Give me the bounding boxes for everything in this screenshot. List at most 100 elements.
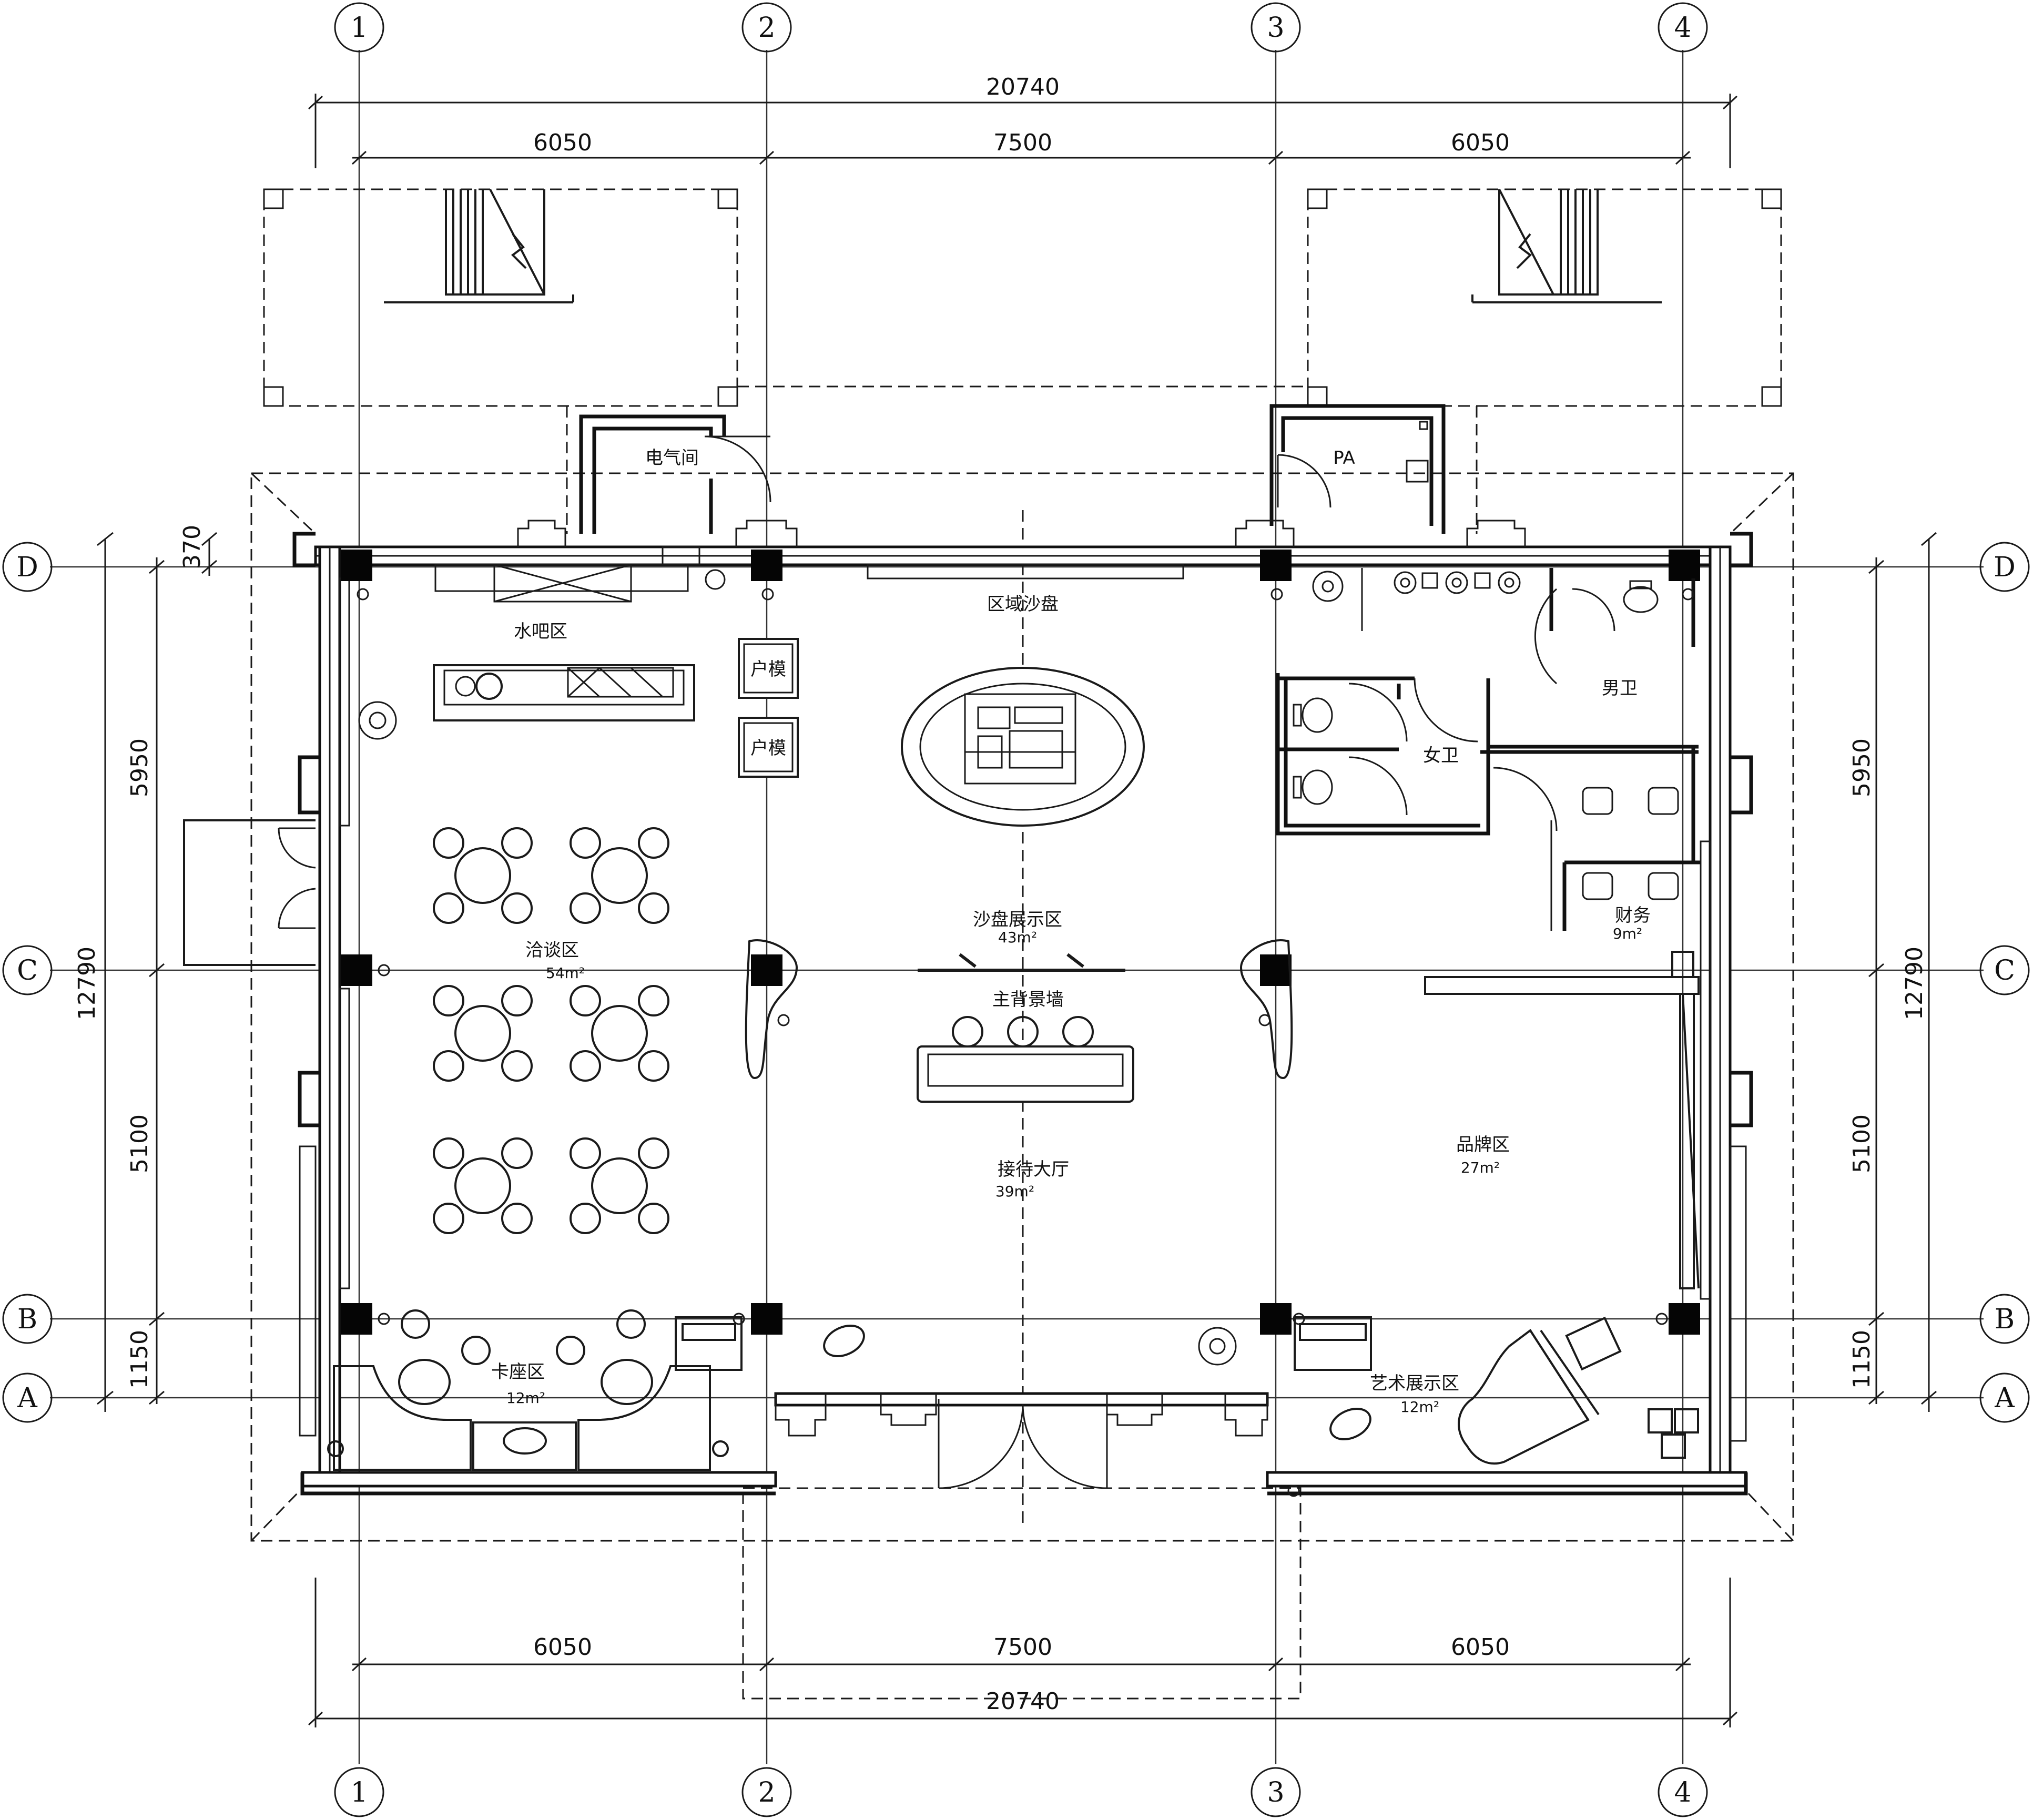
grid-bubble-col-3-top: 3 (1251, 2, 1301, 53)
svg-text:C: C (17, 955, 38, 987)
dim-bottom-total: 20740 (986, 1688, 1060, 1715)
dim-bottom-span-3: 6050 (1451, 1634, 1510, 1661)
side-door-left (183, 819, 316, 966)
column-markers (357, 588, 1694, 1497)
svg-text:12m²: 12m² (1400, 1398, 1439, 1416)
room-label-regional-sand: 区域沙盘 (987, 594, 1059, 615)
dim-top-span-1: 6050 (533, 129, 592, 156)
grid-bubble-row-D-right: D (1979, 542, 2030, 592)
canopy-posts (263, 188, 1782, 407)
svg-text:39m²: 39m² (995, 1183, 1034, 1200)
svg-text:4: 4 (1674, 1777, 1691, 1808)
dim-left-span-2: 5100 (126, 1114, 153, 1173)
svg-text:B: B (17, 1304, 37, 1335)
regional-sand-table: 区域沙盘 (901, 594, 1145, 827)
pilasters (517, 520, 1526, 1437)
grid-bubble-row-C-right: C (1979, 945, 2030, 995)
grid-bubble-row-A-right: A (1979, 1372, 2030, 1423)
svg-text:27m²: 27m² (1461, 1159, 1500, 1176)
table-set-1 (433, 827, 533, 924)
reception-desk (917, 1016, 1134, 1103)
table-set-5 (433, 1137, 533, 1234)
grid-bubble-col-1-bottom: 1 (334, 1767, 384, 1817)
table-set-6 (570, 1137, 669, 1234)
room-label-pa: PA (1333, 448, 1355, 469)
electrical-room: 电气间 (579, 414, 771, 534)
label-negotiation: 洽谈区 54m² (525, 940, 585, 982)
grid-bubble-col-2-top: 2 (741, 2, 792, 53)
svg-text:户模: 户模 (750, 738, 786, 759)
dim-bottom-span-2: 7500 (993, 1634, 1052, 1661)
svg-text:2: 2 (758, 12, 775, 44)
grid-bubble-col-3-bottom: 3 (1251, 1767, 1301, 1817)
dim-left-offset: 370 (179, 525, 206, 569)
svg-text:D: D (16, 552, 38, 583)
dim-top-span-2: 7500 (993, 129, 1052, 156)
svg-text:3: 3 (1267, 1777, 1284, 1808)
booth-seating (327, 1309, 743, 1471)
grid-bubble-row-A-left: A (2, 1372, 53, 1423)
svg-text:卡座区: 卡座区 (491, 1361, 545, 1382)
dim-right-span-2: 5100 (1848, 1114, 1875, 1173)
svg-text:主背景墙: 主背景墙 (992, 989, 1064, 1010)
grid-bubble-row-C-left: C (2, 945, 53, 995)
svg-text:B: B (1995, 1304, 2015, 1335)
svg-text:2: 2 (758, 1777, 775, 1808)
svg-text:A: A (1994, 1382, 2015, 1414)
dim-bottom-span-1: 6050 (533, 1634, 592, 1661)
dim-left-total: 12790 (74, 947, 100, 1020)
main-entrance-doors (938, 1399, 1108, 1489)
room-label-electrical: 电气间 (645, 448, 699, 469)
dim-top-span-3: 6050 (1451, 129, 1510, 156)
grid-bubble-row-B-left: B (2, 1294, 53, 1344)
svg-text:沙盘展示区: 沙盘展示区 (973, 909, 1062, 930)
svg-text:12m²: 12m² (506, 1389, 545, 1407)
table-set-4 (570, 985, 669, 1082)
restroom-walls (1276, 568, 1701, 931)
stair-right (1471, 189, 1662, 303)
unit-model-1: 户模 (738, 638, 799, 699)
dim-right-span-1: 5950 (1848, 738, 1875, 797)
svg-text:D: D (1994, 552, 2016, 583)
svg-text:艺术展示区: 艺术展示区 (1370, 1373, 1459, 1394)
grid-bubble-col-4-bottom: 4 (1658, 1767, 1708, 1817)
structural-columns (341, 550, 1700, 1335)
main-background-wall: 主背景墙 (918, 953, 1125, 1010)
svg-text:A: A (17, 1382, 38, 1414)
brand-wall (1424, 951, 1700, 1289)
water-bar: 水吧区 (433, 621, 695, 721)
stair-left (384, 189, 574, 303)
label-reception: 接待大厅 39m² (995, 1159, 1069, 1200)
room-label-men-wc: 男卫 (1602, 678, 1638, 699)
dim-right-span-3: 1150 (1848, 1330, 1875, 1389)
room-label-women-wc: 女卫 (1423, 745, 1459, 766)
plant-icons (358, 569, 1344, 1366)
art-display (823, 1316, 1699, 1465)
svg-text:43m²: 43m² (998, 929, 1037, 946)
label-finance: 财务 9m² (1613, 905, 1651, 942)
exterior-walls (292, 532, 1753, 1496)
svg-text:C: C (1994, 955, 2015, 987)
dimension-top: 20740 6050 7500 6050 (308, 74, 1738, 168)
svg-text:洽谈区: 洽谈区 (525, 940, 579, 961)
label-brand: 品牌区 27m² (1456, 1134, 1510, 1176)
svg-text:户模: 户模 (750, 659, 786, 680)
svg-text:9m²: 9m² (1613, 925, 1642, 942)
restroom-fixtures (1293, 568, 1679, 931)
table-set-2 (570, 827, 669, 924)
svg-text:财务: 财务 (1615, 905, 1651, 926)
svg-text:4: 4 (1674, 12, 1691, 44)
svg-text:1: 1 (350, 12, 368, 44)
unit-model-2: 户模 (738, 717, 799, 778)
negotiation-tables (433, 827, 669, 1234)
svg-text:54m²: 54m² (546, 964, 585, 982)
table-set-3 (433, 985, 533, 1082)
label-sand-display: 沙盘展示区 43m² (973, 909, 1062, 946)
grid-bubble-row-D-left: D (2, 542, 53, 592)
pillar-sculptures (745, 939, 1293, 1080)
dim-right-total: 12790 (1901, 947, 1928, 1020)
grid-bubble-row-B-right: B (1979, 1294, 2030, 1344)
dimension-right: 12790 5950 5100 1150 (1848, 532, 1937, 1412)
pa-room: PA (1269, 404, 1446, 534)
